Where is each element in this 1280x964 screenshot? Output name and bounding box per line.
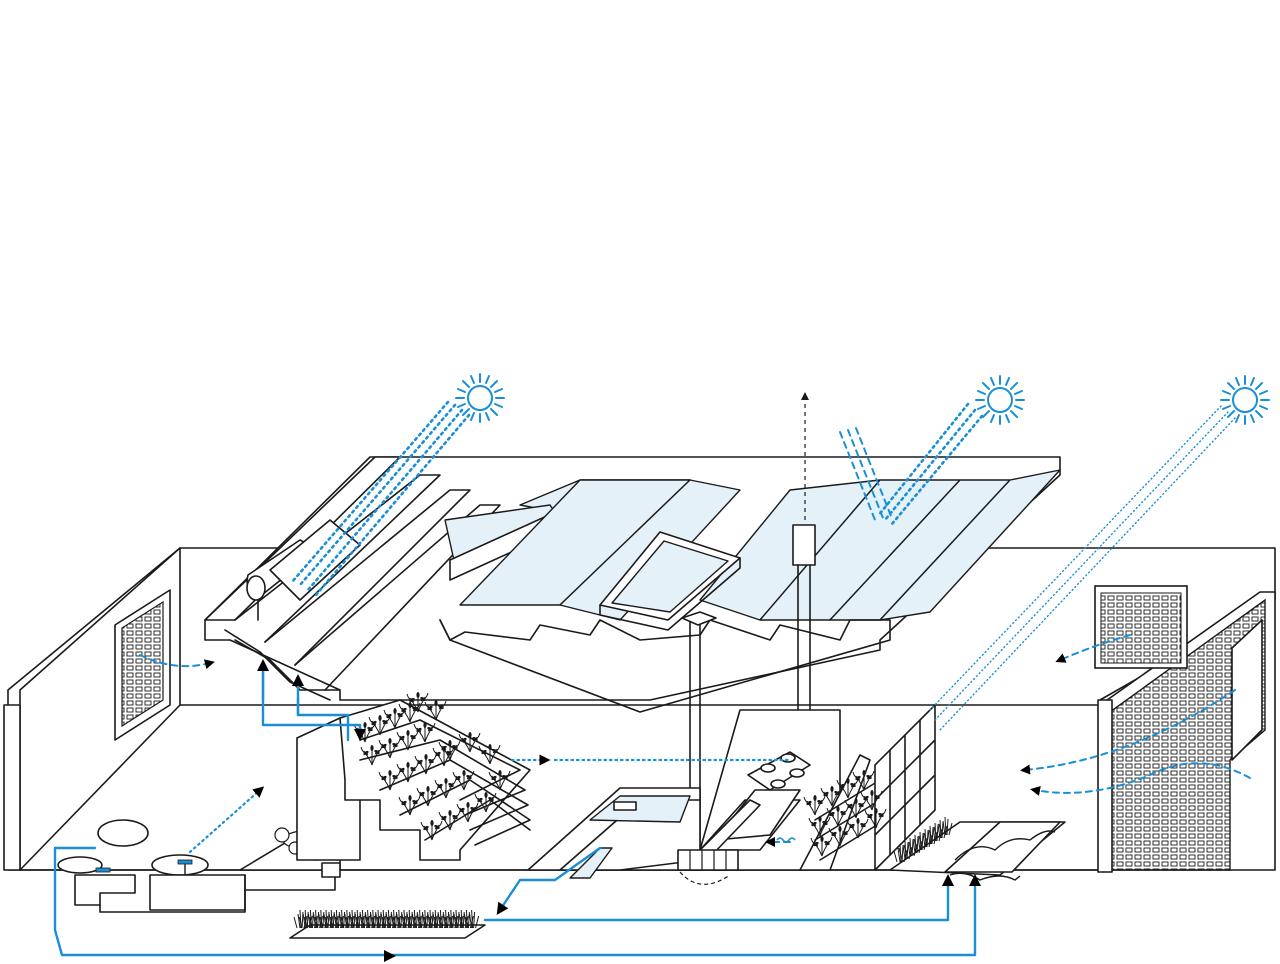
reed-bed (289, 924, 486, 939)
air-flow (139, 634, 1251, 854)
smoke-flow (679, 392, 809, 885)
left-window-screen (121, 600, 164, 728)
sun-rays (290, 400, 1236, 731)
faucet-icon (95, 859, 193, 875)
glass-wall (874, 704, 936, 871)
skylight (599, 531, 741, 631)
center-roof (439, 469, 1061, 801)
right-brick-wall (1094, 585, 1276, 873)
sun-icon (975, 375, 1025, 425)
sun-icon (1220, 375, 1270, 425)
center-interior (527, 709, 861, 879)
water-flow (53, 659, 981, 962)
left-wall-brick-edge (3, 704, 21, 871)
sun-icon (455, 373, 505, 423)
